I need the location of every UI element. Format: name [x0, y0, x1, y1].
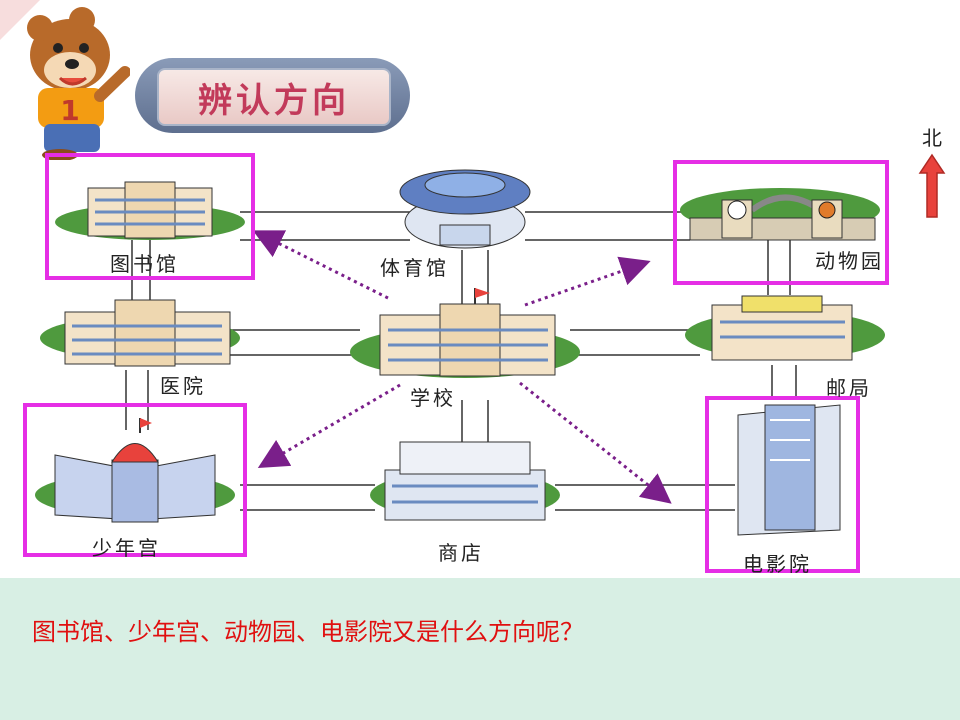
svg-text:1: 1 — [60, 94, 79, 127]
cinema-label: 电影院 — [743, 552, 812, 576]
library-highlight — [45, 153, 255, 280]
north-indicator: 北 — [917, 122, 947, 225]
post-office-building — [685, 295, 885, 361]
youth-palace-label: 少年宫 — [92, 536, 161, 560]
store-building — [370, 441, 560, 521]
arrow-to-library — [252, 230, 389, 300]
youth-palace-building — [35, 418, 235, 523]
cinema-highlight — [705, 396, 860, 573]
title-banner: 辨认方向 — [135, 58, 410, 133]
zoo-building — [680, 188, 880, 241]
arrow-to-youth-palace — [257, 383, 401, 469]
library-label: 图书馆 — [110, 252, 179, 276]
question-text: 图书馆、少年宫、动物园、电影院又是什么方向呢？ — [32, 618, 584, 646]
stadium-building — [399, 169, 531, 249]
zoo-highlight — [673, 160, 889, 285]
arrow-to-cinema — [519, 381, 672, 504]
store-label: 商店 — [438, 541, 484, 565]
bear-mascot: 1 — [0, 0, 130, 160]
page-title: 辨认方向 — [198, 80, 350, 121]
north-arrow-icon — [918, 153, 946, 218]
question-panel — [0, 578, 960, 720]
hospital-label: 医院 — [160, 374, 206, 398]
stadium-label: 体育馆 — [380, 256, 449, 280]
school-building — [350, 288, 580, 378]
school-label: 学校 — [410, 386, 456, 410]
map-diagram — [23, 153, 889, 573]
youth-palace-highlight — [23, 403, 247, 557]
library-building — [55, 181, 245, 240]
highlight-boxes — [23, 153, 889, 573]
cinema-building — [737, 404, 841, 536]
guide-arrows — [252, 230, 672, 504]
north-label: 北 — [922, 126, 942, 150]
hospital-building — [40, 299, 240, 367]
zoo-label: 动物园 — [815, 249, 884, 273]
arrow-to-zoo — [524, 256, 651, 307]
post-office-label: 邮局 — [826, 376, 872, 400]
